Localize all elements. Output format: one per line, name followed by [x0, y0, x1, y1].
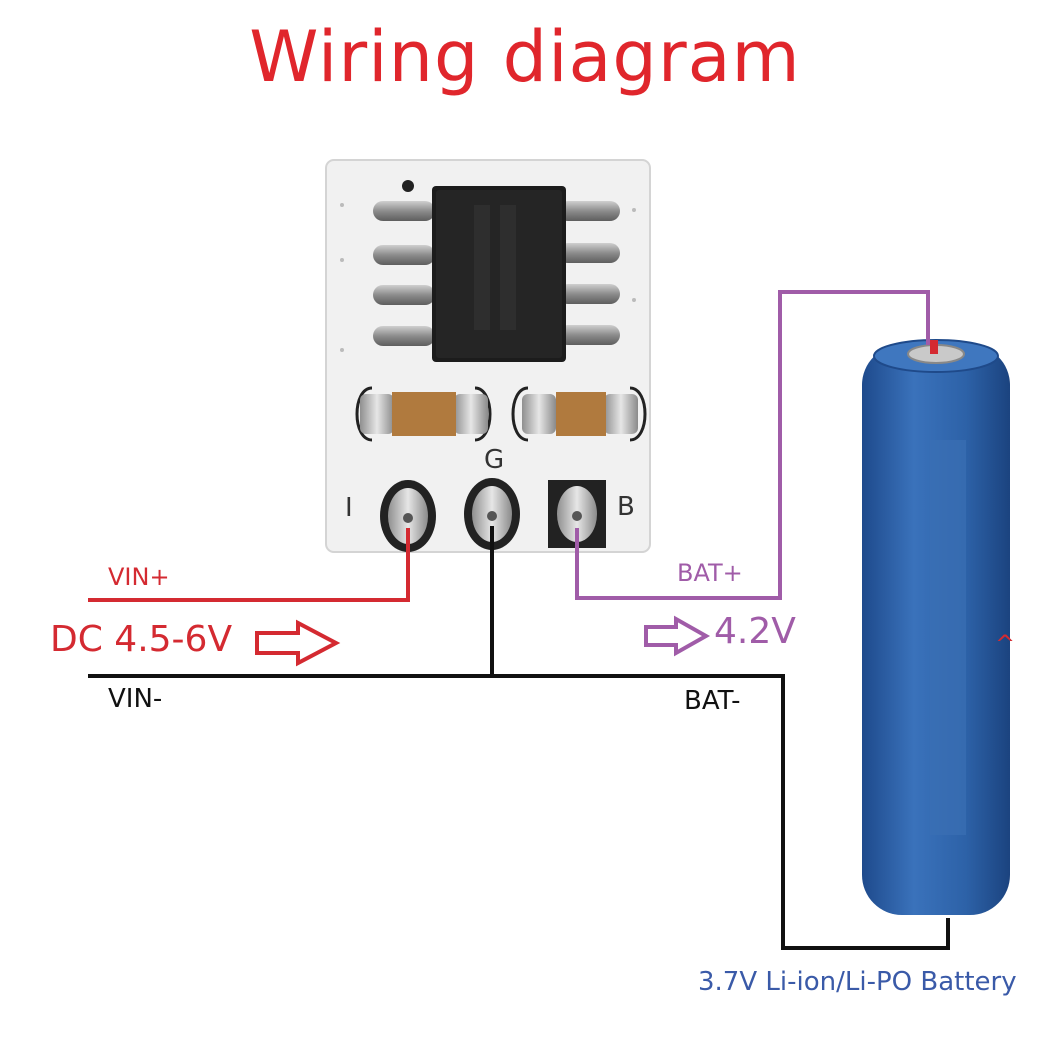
vin-negative-label: VIN- [108, 684, 163, 714]
ic-pins-left [373, 201, 435, 346]
bat-negative-label: BAT- [684, 686, 741, 716]
battery-cell [862, 339, 1010, 915]
capacitor-right [511, 386, 647, 442]
capacitor-left [355, 386, 492, 442]
vin-positive-label: VIN+ [108, 563, 170, 591]
input-voltage-label: DC 4.5-6V [50, 619, 233, 660]
pad-ground [464, 478, 520, 550]
ic-pins-right [558, 201, 620, 345]
pad-input [380, 480, 436, 552]
pin-label-battery: B [617, 492, 635, 522]
wire-vin-positive [88, 528, 410, 602]
pin-label-input: I [345, 493, 353, 523]
charger-module [325, 159, 651, 553]
output-arrow-icon [644, 615, 711, 657]
battery-polarity-mark: ^ [995, 630, 1016, 658]
output-voltage-label: 4.2V [714, 611, 796, 652]
wire-ground [88, 526, 950, 950]
input-arrow-icon [255, 619, 341, 667]
bat-positive-label: BAT+ [677, 559, 743, 587]
pin1-marker-dot [402, 180, 414, 192]
pad-battery [548, 480, 606, 548]
battery-label: 3.7V Li-ion/Li-PO Battery [698, 967, 1017, 997]
wire-bat-positive [575, 290, 938, 600]
pin-label-ground: G [484, 445, 505, 475]
page-title: Wiring diagram [249, 16, 801, 98]
